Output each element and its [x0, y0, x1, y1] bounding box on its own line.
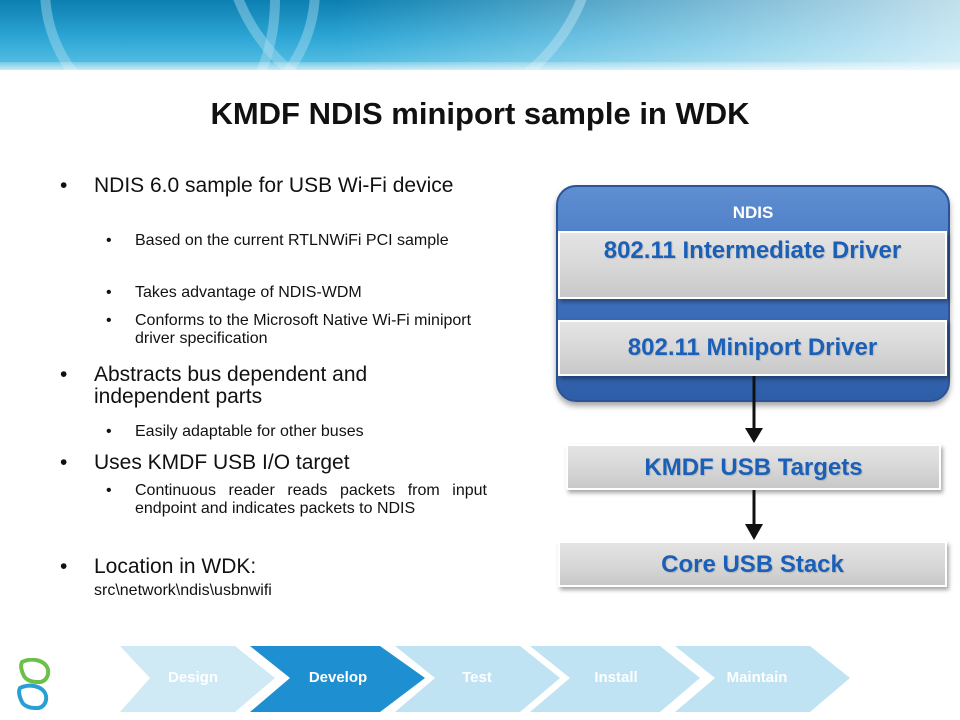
- bullet-dot: •: [106, 284, 112, 301]
- core-usb-stack-box: Core USB Stack: [558, 541, 947, 587]
- bullet-text: Continuous reader reads packets from inp…: [135, 482, 487, 517]
- workflow-step-design: [120, 646, 275, 712]
- arrow-down-icon: [745, 490, 763, 540]
- kmdf-usb-targets-label: KMDF USB Targets: [644, 454, 863, 481]
- page-title: KMDF NDIS miniport sample in WDK: [210, 96, 750, 131]
- bullet-dot: •: [60, 174, 68, 197]
- core-usb-stack-label: Core USB Stack: [661, 551, 844, 578]
- header-banner: [0, 0, 960, 70]
- bullet-text: Abstracts bus dependent and independent …: [94, 363, 368, 408]
- bullet-text: Conforms to the Microsoft Native Wi-Fi m…: [135, 312, 472, 347]
- workflow-label-develop: Develop: [309, 669, 367, 686]
- bullet-dot: •: [106, 482, 112, 499]
- location-path: src\network\ndis\usbnwifi: [94, 582, 272, 599]
- workflow-label-test: Test: [462, 669, 492, 686]
- workflow-step-install: [530, 646, 700, 712]
- bullet-text: Takes advantage of NDIS-WDM: [135, 284, 362, 301]
- bullet-text: Based on the current RTLNWiFi PCI sample: [135, 232, 449, 249]
- subbullet-continuous-reader: • Continuous reader reads packets from i…: [106, 482, 487, 518]
- bullet-text: Easily adaptable for other buses: [135, 423, 364, 440]
- workflow-step-develop: [250, 646, 425, 712]
- heads-logo-icon: [17, 658, 51, 710]
- ndis-label: NDIS: [732, 203, 774, 222]
- bullet-kmdf-usb: • Uses KMDF USB I/O target: [60, 451, 464, 474]
- workflow-label-maintain: Maintain: [727, 669, 788, 686]
- bullet-dot: •: [106, 423, 112, 440]
- bullet-usb-wifi: • NDIS 6.0 sample for USB Wi-Fi device: [60, 174, 454, 197]
- bullet-dot: •: [60, 363, 68, 386]
- workflow-step-maintain: [675, 646, 850, 712]
- bullet-text: Location in WDK:: [94, 555, 257, 578]
- workflow-label-design: Design: [168, 669, 218, 686]
- bullet-dot: •: [60, 451, 68, 474]
- subbullet-native-wifi: • Conforms to the Microsoft Native Wi-Fi…: [106, 312, 495, 348]
- bullet-dot: •: [60, 555, 68, 578]
- subbullet-rtlnwifi: • Based on the current RTLNWiFi PCI samp…: [106, 232, 495, 250]
- workflow-step-test: [395, 646, 560, 712]
- banner-bottom-fade: [0, 62, 960, 76]
- intermediate-driver-box: 802.11 Intermediate Driver: [558, 231, 947, 299]
- banner-fade: [0, 0, 960, 70]
- miniport-driver-label: 802.11 Miniport Driver: [627, 334, 878, 361]
- arrow-down-icon: [745, 376, 763, 443]
- subbullet-ndis-wdm: • Takes advantage of NDIS-WDM: [106, 284, 495, 302]
- bullet-location: • Location in WDK: src\network\ndis\usbn…: [60, 555, 464, 602]
- bullet-text: NDIS 6.0 sample for USB Wi-Fi device: [94, 174, 454, 197]
- workflow-label-install: Install: [594, 669, 637, 686]
- intermediate-driver-label: 802.11 Intermediate Driver: [603, 237, 902, 264]
- subbullet-adaptable: • Easily adaptable for other buses: [106, 423, 495, 441]
- workflow-bar: Design Develop Test Install Maintain: [120, 646, 850, 712]
- bullet-dot: •: [106, 232, 112, 249]
- bullet-abstracts: • Abstracts bus dependent and independen…: [60, 363, 464, 408]
- bullet-dot: •: [106, 312, 112, 329]
- bullet-text: Uses KMDF USB I/O target: [94, 451, 350, 474]
- miniport-driver-box: 802.11 Miniport Driver: [558, 320, 947, 376]
- kmdf-usb-targets-box: KMDF USB Targets: [566, 444, 941, 490]
